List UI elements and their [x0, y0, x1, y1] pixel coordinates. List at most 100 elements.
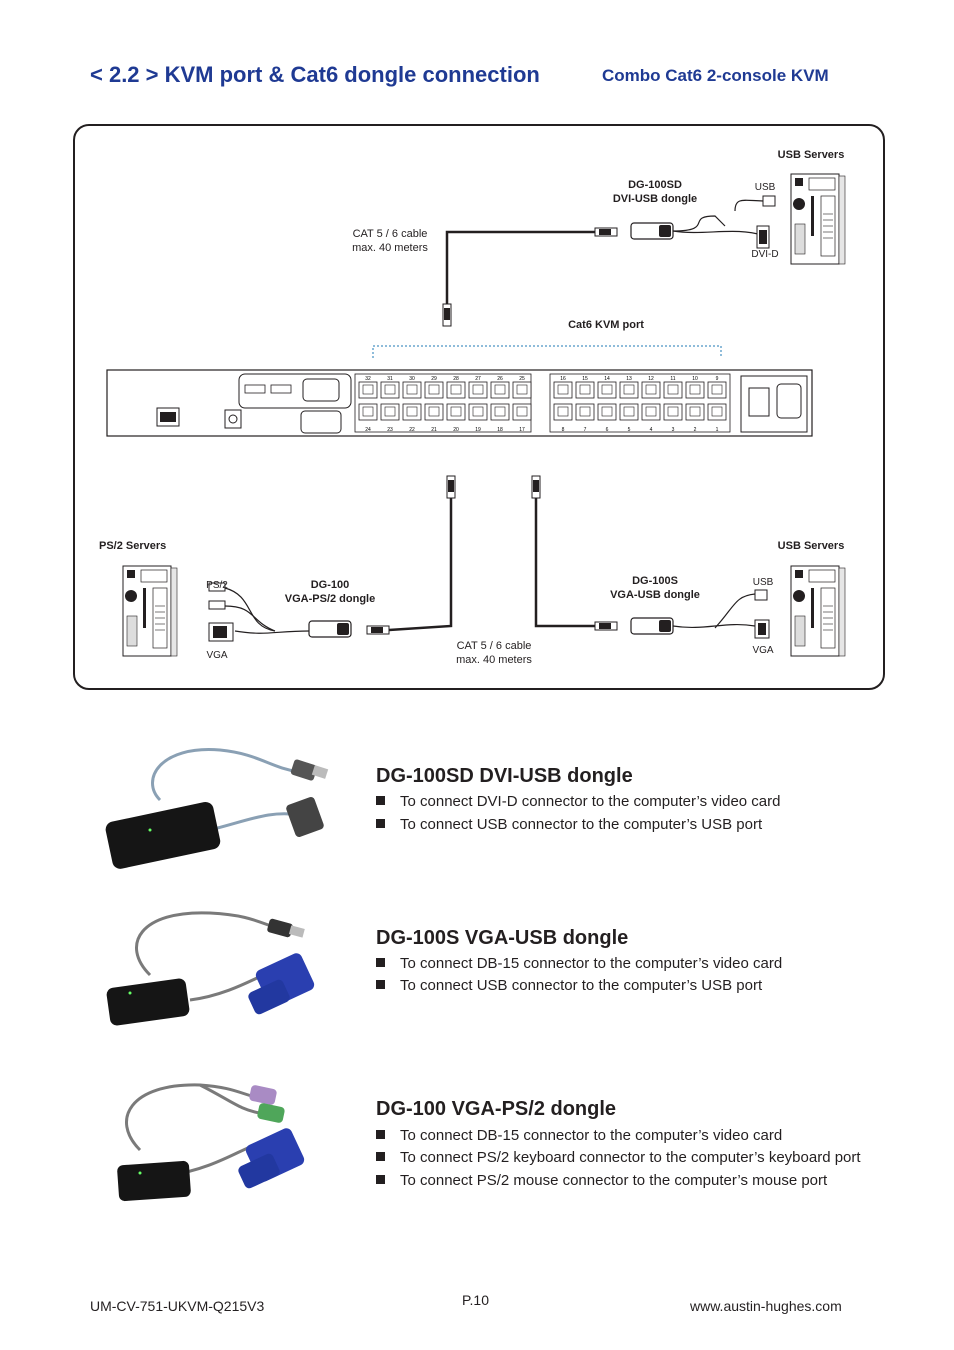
bullet-text: To connect USB connector to the computer… [400, 977, 763, 994]
page-title: < 2.2 > KVM port & Cat6 dongle connectio… [90, 62, 540, 87]
dg100-desc: VGA-PS/2 dongle [284, 593, 376, 605]
rj45-port [490, 403, 510, 421]
rj45-port [446, 381, 466, 399]
port-number-bottom: 3 [672, 427, 675, 433]
rj45-port [685, 381, 705, 399]
rj45-port [641, 403, 661, 421]
bullet-dg100-1: To connect DB-15 connector to the comput… [376, 1127, 782, 1144]
rj45-port [358, 381, 378, 399]
port-number-bottom: 21 [431, 427, 437, 433]
rj45-port [446, 403, 466, 421]
rj45-port [707, 403, 727, 421]
bullet-dg100-3: To connect PS/2 mouse connector to the c… [376, 1172, 827, 1189]
rj45-port [575, 381, 595, 399]
port-number-top: 11 [670, 376, 675, 382]
bullet-dg100s-1: To connect DB-15 connector to the comput… [376, 955, 782, 972]
cable-top-label: CAT 5 / 6 cable max. 40 meters [325, 227, 455, 255]
port-number-top: 31 [387, 376, 393, 382]
port-number-bottom: 4 [650, 427, 653, 433]
port-number-top: 26 [497, 376, 503, 382]
diagram-art: 3224312330222921282027192618251716815714… [106, 173, 846, 657]
bullet-text: To connect PS/2 keyboard connector to th… [400, 1149, 861, 1166]
port-number-bottom: 2 [694, 427, 697, 433]
rj45-port [663, 381, 683, 399]
rj45-port [512, 381, 532, 399]
port-number-top: 15 [582, 376, 588, 382]
port-number-bottom: 19 [475, 427, 481, 433]
port-number-bottom: 22 [409, 427, 415, 433]
cable-top-line1: CAT 5 / 6 cable [352, 228, 428, 240]
port-number-bottom: 6 [606, 427, 609, 433]
port-number-bottom: 24 [365, 427, 371, 433]
dg100s-desc: VGA-USB dongle [610, 589, 700, 601]
usb-top-label: USB [754, 182, 776, 193]
rj45-port [358, 403, 378, 421]
rj45-port [619, 403, 639, 421]
port-number-top: 13 [626, 376, 632, 382]
rj45-port [402, 403, 422, 421]
dg100sd-desc: DVI-USB dongle [612, 193, 698, 205]
bullet-square-icon [376, 819, 385, 828]
rj45-port [553, 403, 573, 421]
page-subtitle: Combo Cat6 2-console KVM [602, 66, 829, 85]
port-number-top: 9 [716, 376, 719, 382]
bullet-text: To connect DB-15 connector to the comput… [400, 1127, 783, 1144]
port-number-top: 28 [453, 376, 459, 382]
port-number-bottom: 1 [716, 427, 719, 433]
rj45-port [380, 381, 400, 399]
footer-doc-id: UM-CV-751-UKVM-Q215V3 [90, 1298, 265, 1314]
dg100sd-photo [105, 748, 329, 869]
bullet-square-icon [376, 1175, 385, 1184]
rj45-port [468, 381, 488, 399]
rj45-port [380, 403, 400, 421]
ps2-servers-label: PS/2 Servers [99, 540, 167, 552]
section-title-dg100sd: DG-100SD DVI-USB dongle [376, 765, 633, 787]
rj45-port [512, 403, 532, 421]
port-number-top: 30 [409, 376, 415, 382]
port-number-bottom: 18 [497, 427, 503, 433]
bullet-square-icon [376, 1130, 385, 1139]
section-title-dg100: DG-100 VGA-PS/2 dongle [376, 1098, 617, 1120]
footer-website: www.austin-hughes.com [690, 1298, 842, 1314]
bullet-dg100-2: To connect PS/2 keyboard connector to th… [376, 1149, 861, 1166]
port-number-bottom: 8 [562, 427, 565, 433]
port-number-top: 12 [648, 376, 654, 382]
bullet-square-icon [376, 958, 385, 967]
bullet-text: To connect DB-15 connector to the comput… [400, 955, 783, 972]
rj45-port [490, 381, 510, 399]
bullet-square-icon [376, 796, 385, 805]
rj45-port [663, 403, 683, 421]
bullet-dg100sd-2: To connect USB connector to the computer… [376, 816, 762, 833]
port-number-bottom: 17 [519, 427, 525, 433]
vga-left-label: VGA [206, 650, 228, 661]
dvid-label: DVI-D [751, 249, 779, 260]
rj45-port [424, 403, 444, 421]
port-number-top: 29 [431, 376, 437, 382]
usb-servers-bottom-label: USB Servers [777, 540, 845, 552]
section-title-dg100s: DG-100S VGA-USB dongle [376, 927, 629, 949]
cable-bottom-line2: max. 40 meters [456, 654, 532, 666]
port-number-bottom: 7 [584, 427, 587, 433]
port-number-top: 10 [692, 376, 698, 382]
usb-servers-top-label: USB Servers [777, 149, 845, 161]
ps2-connector-label: PS/2 [206, 580, 228, 591]
port-number-bottom: 23 [387, 427, 393, 433]
port-number-bottom: 20 [453, 427, 459, 433]
cable-top-line2: max. 40 meters [352, 242, 428, 254]
bullet-dg100s-2: To connect USB connector to the computer… [376, 977, 762, 994]
dg100s-photo [106, 911, 315, 1026]
port-number-top: 32 [365, 376, 371, 382]
rj45-port [619, 381, 639, 399]
rj45-port [424, 381, 444, 399]
port-number-top: 14 [604, 376, 610, 382]
footer-page-number: P.10 [462, 1292, 489, 1308]
bullet-square-icon [376, 980, 385, 989]
bullet-text: To connect USB connector to the computer… [400, 816, 763, 833]
dg100-name: DG-100 [310, 579, 350, 591]
port-number-bottom: 5 [628, 427, 631, 433]
rj45-port [597, 381, 617, 399]
